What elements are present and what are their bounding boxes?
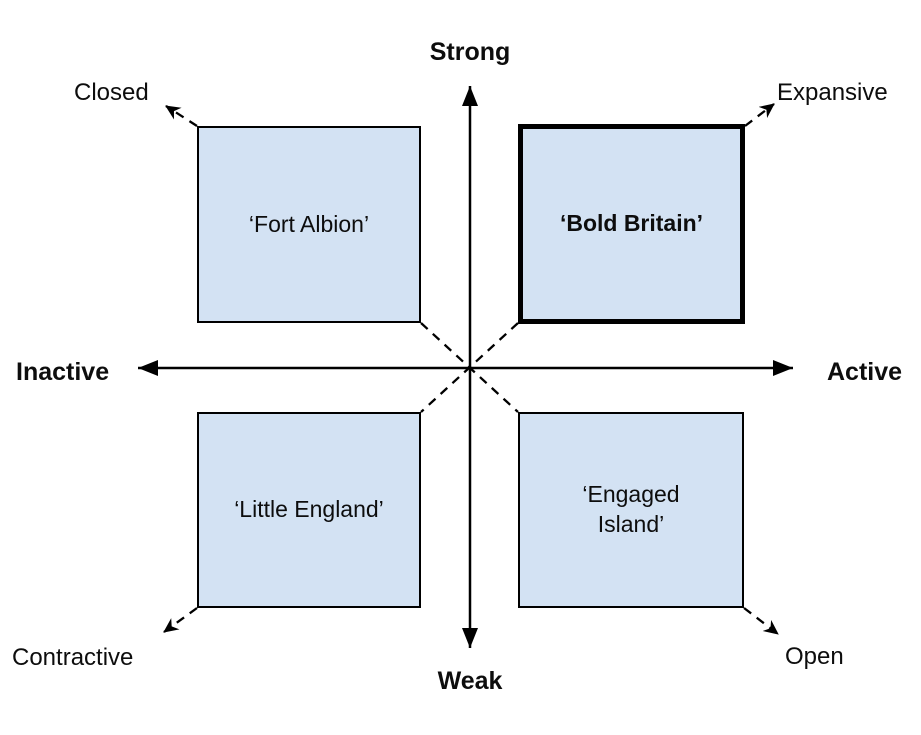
axis-label-strong: Strong [429, 38, 511, 66]
axis-label-active: Active [827, 358, 903, 386]
quadrant-label-engaged-island: ‘Engaged Island’ [582, 481, 680, 537]
diagonal-label-open: Open [785, 643, 844, 670]
quadrant-box-engaged-island: ‘Engaged Island’ [518, 412, 744, 608]
quadrant-label-fort-albion: ‘Fort Albion’ [248, 210, 370, 237]
open-dashed-arrow [743, 607, 779, 635]
diagonal-label-expansive: Expansive [777, 79, 888, 106]
closed-dashed-arrow [165, 105, 198, 127]
quadrant-box-fort-albion: ‘Fort Albion’ [197, 126, 421, 323]
diagonal-label-closed: Closed [74, 79, 149, 106]
axis-label-weak: Weak [437, 667, 503, 695]
expansive-dashed-arrow [744, 103, 775, 127]
quadrant-box-little-england: ‘Little England’ [197, 412, 421, 608]
quadrant-box-bold-britain: ‘Bold Britain’ [518, 124, 745, 324]
quadrant-label-little-england: ‘Little England’ [234, 496, 384, 523]
quadrant-label-bold-britain: ‘Bold Britain’ [559, 210, 704, 237]
diagonal-label-contractive: Contractive [12, 644, 134, 671]
contractive-dashed-arrow [163, 607, 198, 633]
axis-label-inactive: Inactive [16, 358, 110, 386]
diagonal-dashed-line-ne-sw [420, 322, 519, 413]
